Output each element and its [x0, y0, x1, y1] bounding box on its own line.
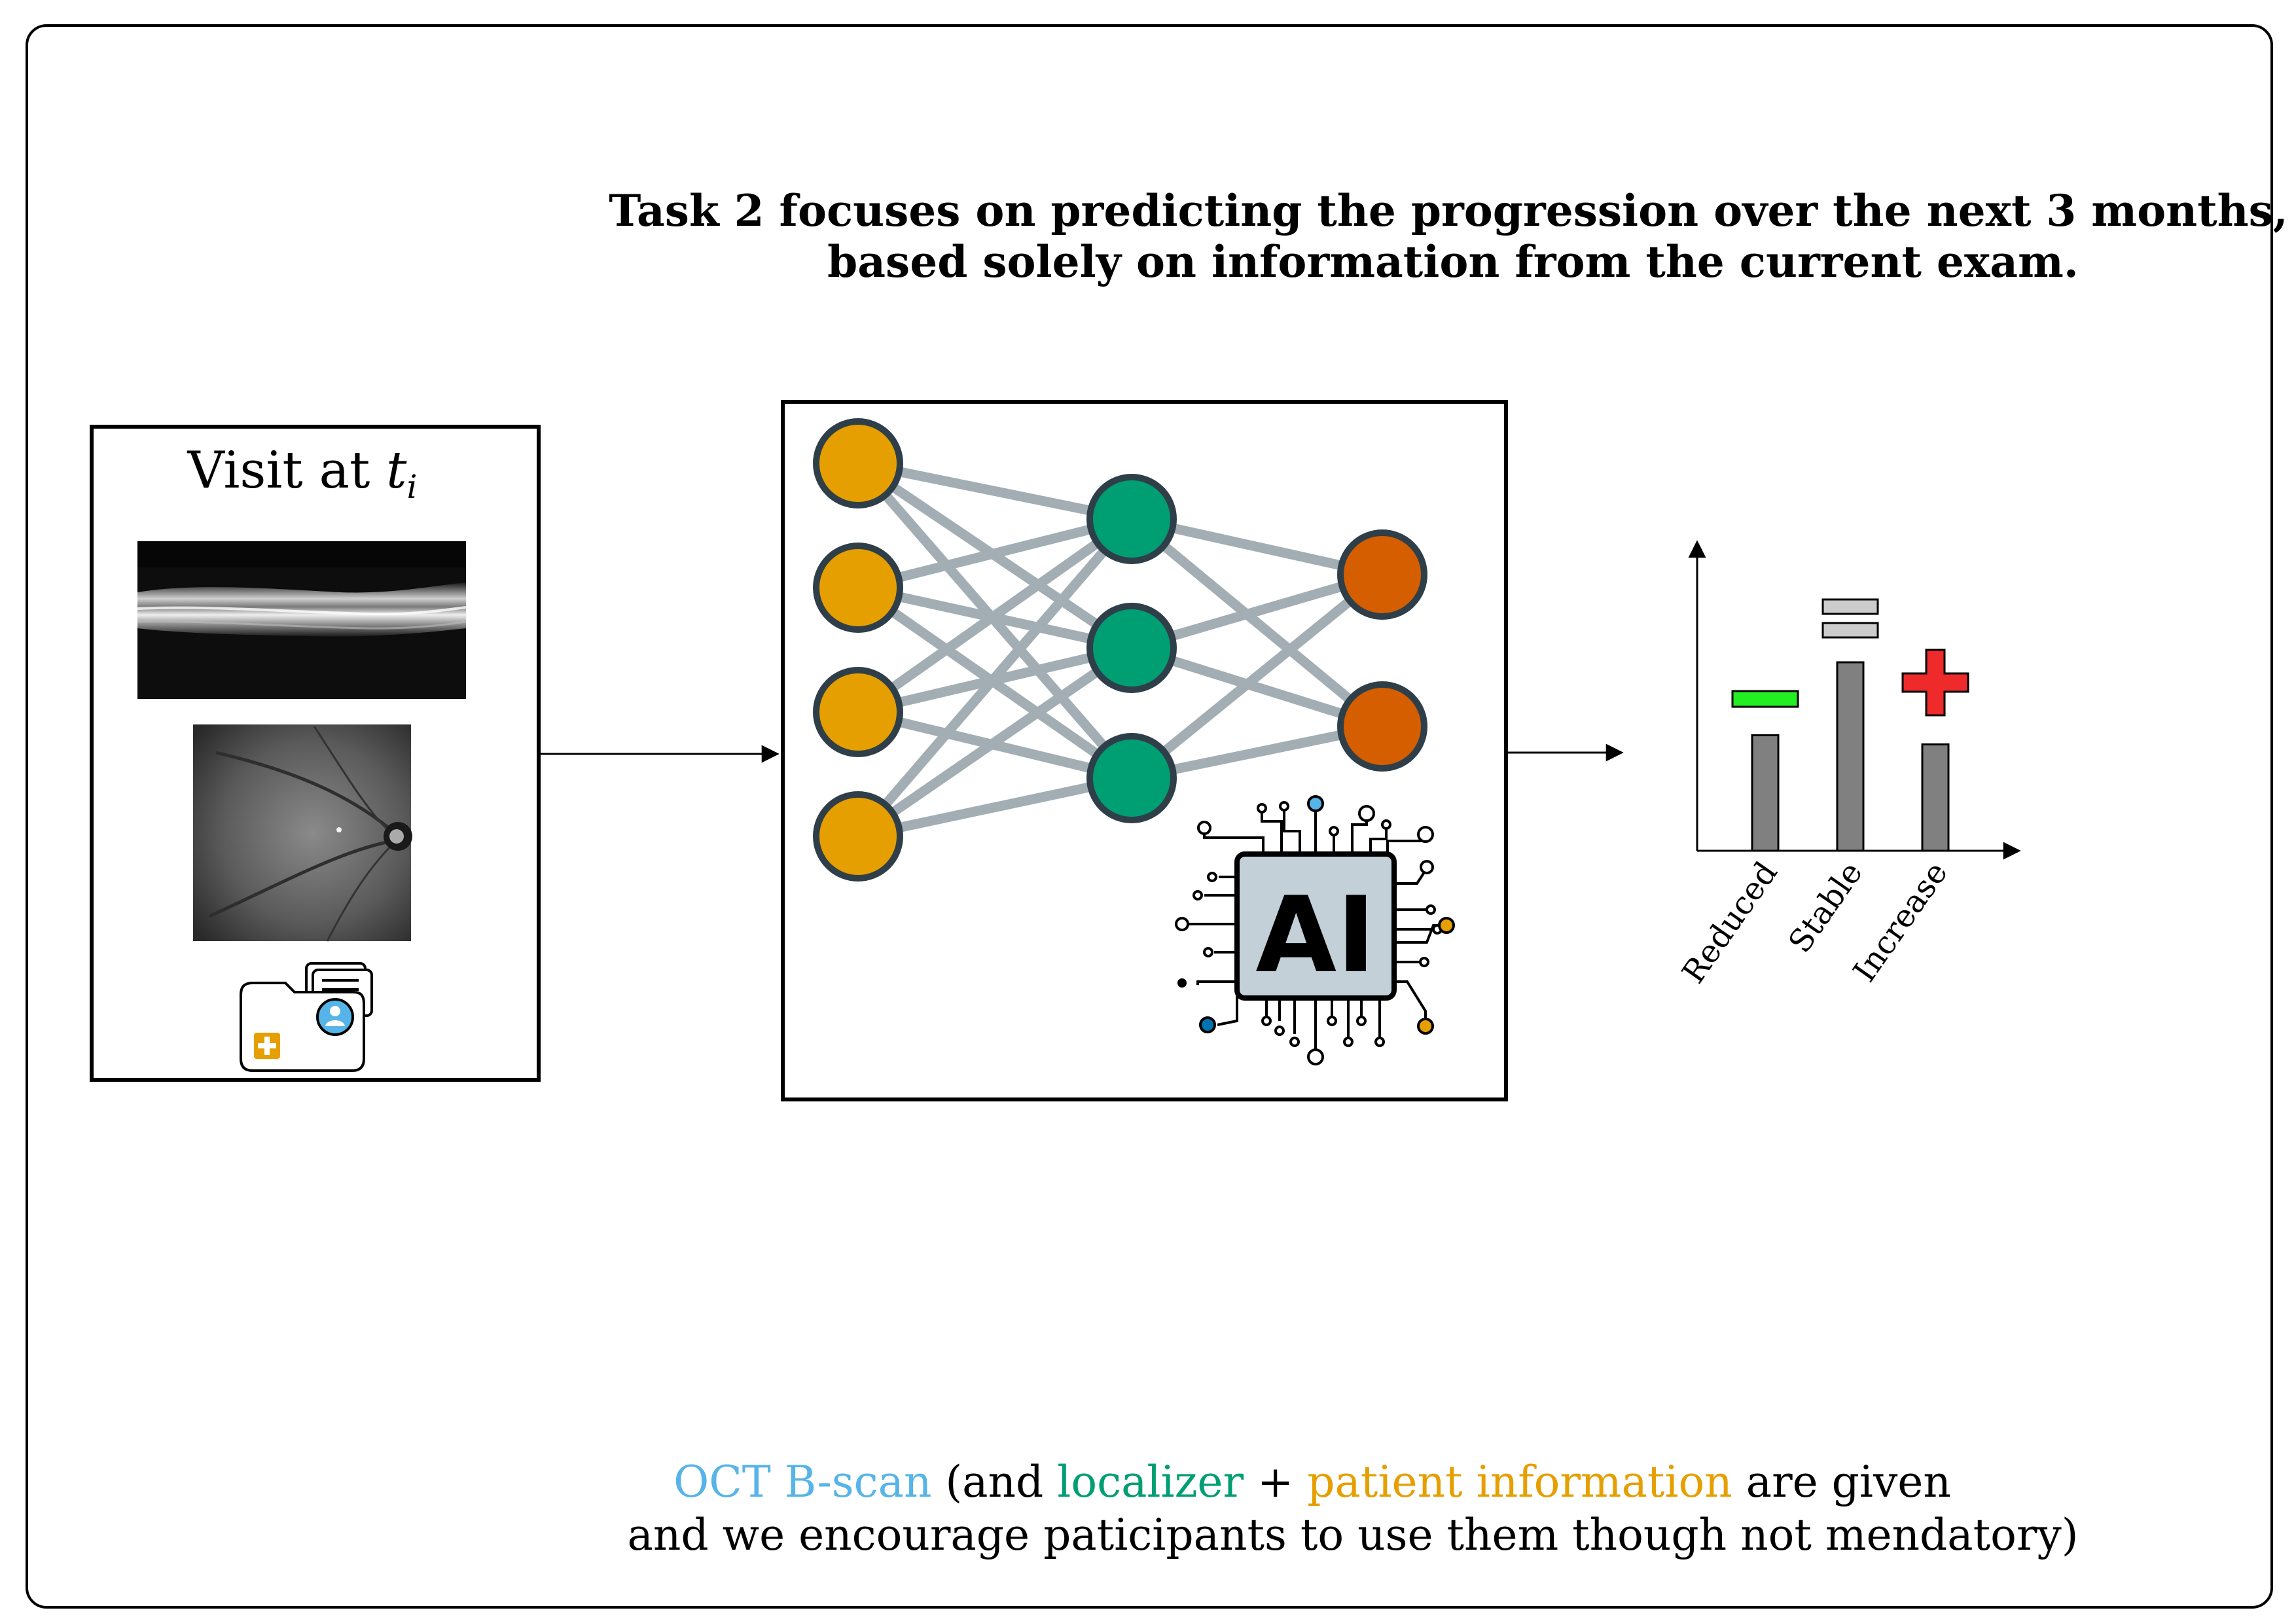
- localizer-image: [193, 724, 412, 942]
- network-edges: [854, 458, 1386, 842]
- input-node: [813, 791, 903, 882]
- network-nodes: [813, 418, 1427, 882]
- heading-line-1: Task 2 focuses on predicting the progres…: [609, 185, 2288, 236]
- input-node: [813, 543, 903, 633]
- network-edge: [1128, 515, 1386, 730]
- output-node: [1337, 681, 1427, 772]
- input-node: [813, 418, 903, 508]
- caption-line-1: OCT B-scan (and localizer + patient info…: [673, 1457, 1951, 1507]
- bar-increase: [1921, 743, 1950, 852]
- visit-title: Visit at ti: [187, 441, 417, 506]
- caption-oct-bscan: OCT B-scan: [673, 1457, 931, 1507]
- network-edge: [1128, 571, 1386, 782]
- hidden-node: [1086, 733, 1177, 823]
- bar-reduced: [1751, 734, 1780, 852]
- ai-chip-label: AI: [1255, 874, 1375, 996]
- stable-equals-icon: [1821, 598, 1879, 639]
- caption-localizer: localizer: [1057, 1457, 1244, 1507]
- network-edge: [855, 514, 1135, 717]
- ai-chip-icon: AI: [1175, 795, 1455, 1065]
- increase-plus-icon: [1901, 649, 1969, 717]
- hidden-node: [1086, 603, 1177, 693]
- visit-panel: Visit at ti: [90, 425, 541, 1082]
- output-node: [1337, 529, 1427, 620]
- patient-folder-icon: [240, 962, 373, 1072]
- network-edge: [855, 643, 1135, 841]
- hidden-node: [1086, 474, 1177, 564]
- bar-stable: [1836, 661, 1865, 852]
- network-edge: [857, 514, 1133, 593]
- oct-bscan-image: [137, 541, 467, 699]
- network-edge: [857, 458, 1133, 524]
- reduced-minus-icon: [1731, 690, 1799, 708]
- heading-line-2: based solely on information from the cur…: [827, 236, 2079, 287]
- caption-line-2: and we encourage paticipants to use them…: [628, 1510, 2079, 1560]
- network-edge: [854, 516, 1136, 840]
- caption-patient-information: patient information: [1307, 1457, 1732, 1507]
- network-edge: [857, 773, 1133, 842]
- input-node: [813, 667, 903, 757]
